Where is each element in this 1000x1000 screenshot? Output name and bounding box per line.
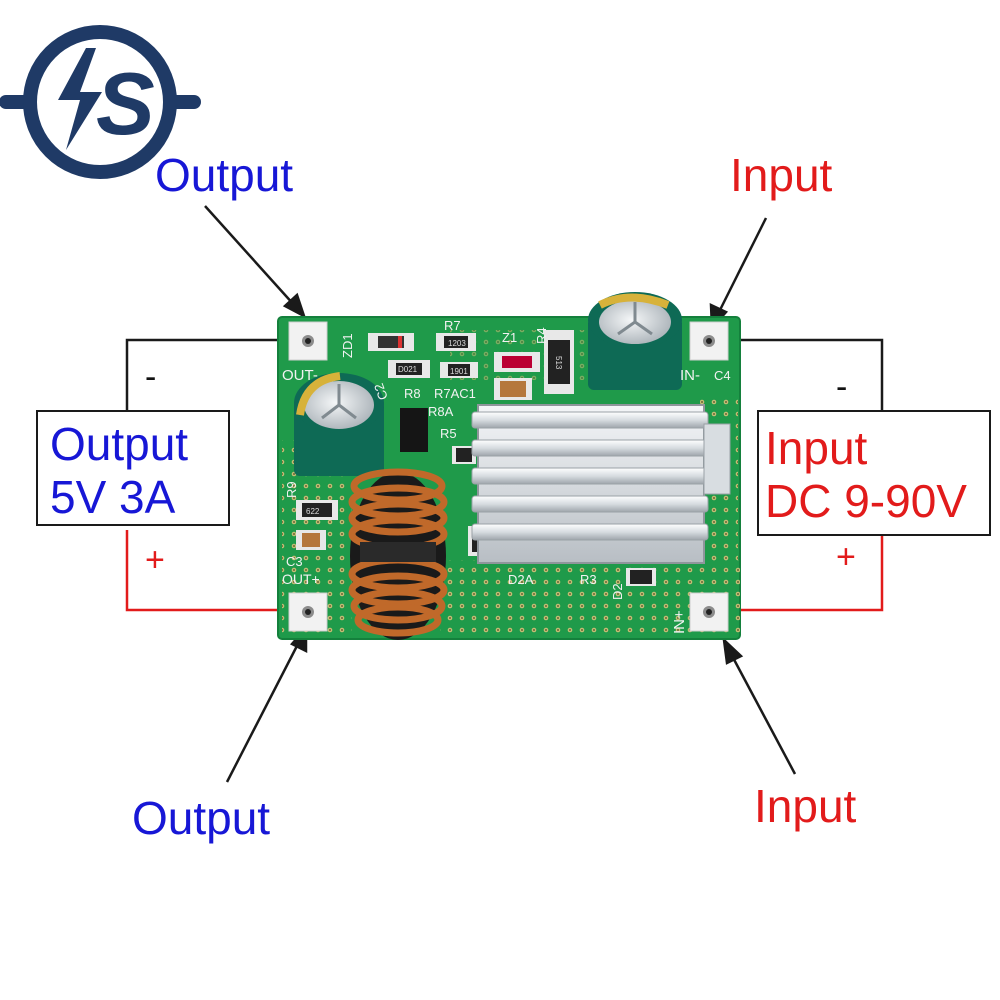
output-minus-sign: - [145, 358, 157, 396]
terminal-in-minus [689, 321, 729, 361]
input-spec-value: DC 9-90V [765, 474, 967, 527]
output-plus-sign: + [145, 541, 165, 579]
silkscreen-labels: ZD1 R7 Z1 R4 OUT- C2 R8 R7AC1 R8A R5 IN-… [282, 318, 731, 634]
terminal-out-minus [288, 321, 328, 361]
terminal-out-plus [288, 592, 328, 632]
smd-components [296, 330, 656, 586]
silk-r8: R8 [404, 386, 421, 401]
wire-output-positive [125, 530, 308, 612]
silk-r4: R4 [534, 327, 549, 344]
wire-input-positive [710, 532, 884, 612]
input-capacitor [588, 292, 682, 390]
input-plus-sign: + [836, 538, 856, 576]
wire-output-negative [125, 338, 308, 410]
input-minus-sign: - [836, 368, 848, 406]
chip-marking-1901: 1901 [450, 367, 468, 376]
output-label-top: Output [155, 149, 294, 201]
silk-r3: R3 [580, 572, 597, 587]
output-spec-box: Output 5V 3A [36, 410, 230, 526]
arrow-head-icon [282, 292, 307, 319]
output-label-bottom: Output [132, 792, 271, 844]
logo-letter: S [96, 54, 155, 153]
silk-r7ac1: R7AC1 [434, 386, 476, 401]
silk-r8a: R8A [428, 404, 454, 419]
silk-in-plus: IN+ [671, 610, 688, 634]
brand-logo: S [0, 25, 201, 179]
input-spec-title: Input [765, 422, 868, 474]
silk-r5: R5 [440, 426, 457, 441]
pointer-arrows [204, 205, 797, 783]
input-label-bottom: Input [754, 780, 857, 832]
terminal-in-plus [689, 592, 729, 632]
input-label-top: Input [730, 149, 833, 201]
silk-zd1: ZD1 [340, 333, 355, 358]
input-spec-box: Input DC 9-90V [757, 410, 991, 536]
output-spec-value: 5V 3A [50, 470, 176, 523]
silk-c3: C3 [286, 554, 303, 569]
chip-marking-513: 513 [554, 356, 563, 370]
silk-d2: D2 [610, 583, 625, 600]
silk-c4: C4 [714, 368, 731, 383]
silk-out-minus: OUT- [282, 367, 318, 384]
silk-r7: R7 [444, 318, 461, 333]
heatsink [471, 404, 731, 564]
chip-marking-d021: D021 [398, 365, 418, 374]
output-capacitor [294, 372, 384, 476]
toroid-inductor [348, 468, 448, 640]
lightning-icon [58, 48, 102, 150]
wire-input-negative [710, 338, 884, 410]
silk-z1: Z1 [502, 330, 517, 345]
chip-marking-1203: 1203 [448, 339, 466, 348]
silk-out-plus: OUT+ [282, 571, 320, 587]
silk-r9: R9 [284, 481, 299, 498]
output-spec-title: Output [50, 418, 189, 470]
silk-d2a: D2A [508, 572, 534, 587]
pcb-board: ZD1 R7 Z1 R4 OUT- C2 R8 R7AC1 R8A R5 IN-… [277, 292, 741, 640]
wiring [125, 338, 884, 612]
silk-in-minus: IN- [680, 367, 700, 384]
arrow-head-icon [722, 636, 744, 665]
chip-marking-622: 622 [306, 507, 320, 516]
silk-c2: C2 [371, 381, 391, 402]
